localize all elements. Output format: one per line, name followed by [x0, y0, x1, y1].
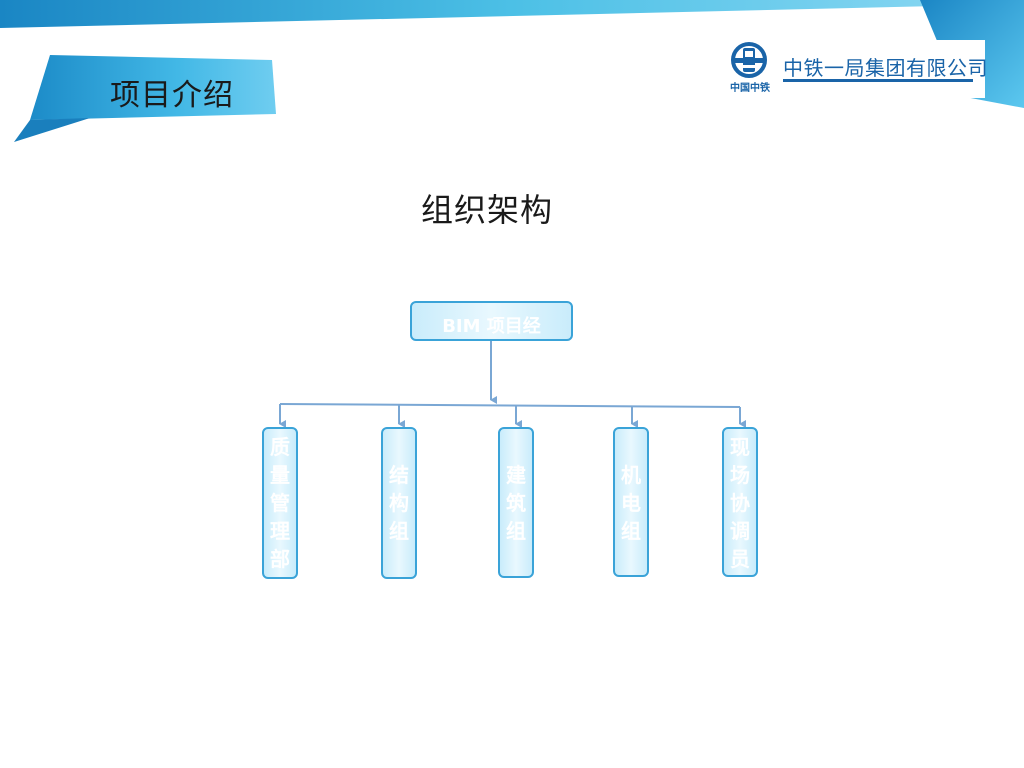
org-node-label: 建 筑 组 [506, 463, 526, 543]
org-node-label: 质 量 管 理 部 [270, 435, 290, 571]
branch-line [279, 403, 741, 408]
org-node-mep-group: 机 电 组 [613, 427, 649, 577]
top-decoration [0, 0, 1024, 142]
org-node-project-manager: BIM 项目经 [410, 301, 573, 341]
org-node-quality-management: 质 量 管 理 部 [262, 427, 298, 579]
logo-underline [783, 79, 973, 82]
org-node-label: 结 构 组 [389, 463, 409, 543]
org-node-structure-group: 结 构 组 [381, 427, 417, 579]
org-node-label: BIM 项目经 [442, 316, 541, 337]
company-logo: 中国中铁 中铁一局集团有限公司 [720, 40, 988, 98]
company-emblem-icon [731, 42, 767, 78]
section-title: 项目介绍 [110, 78, 234, 113]
company-name: 中铁一局集团有限公司 [783, 56, 988, 80]
org-node-architecture-group: 建 筑 组 [498, 427, 534, 578]
logo-emblem-caption: 中国中铁 [730, 83, 770, 94]
org-node-label: 机 电 组 [621, 463, 641, 543]
page-title: 组织架构 [420, 191, 553, 229]
org-node-site-coordinator: 现 场 协 调 员 [722, 427, 758, 577]
org-node-label: 现 场 协 调 员 [730, 435, 750, 571]
